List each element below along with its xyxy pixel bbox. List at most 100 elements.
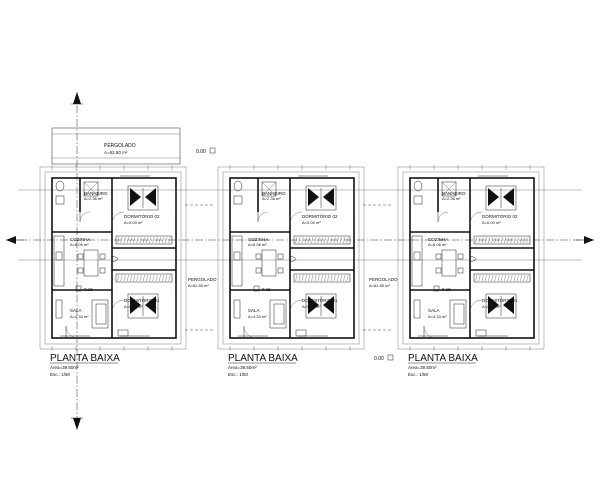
- plan-title: PLANTA BAIXA: [228, 353, 298, 364]
- pergolado-label: PERGOLADO: [188, 277, 217, 282]
- pergolado-middle-1: PERGOLADO A=62.50 m²: [185, 204, 217, 331]
- room-name-cozinha: COZINHA: [70, 237, 90, 242]
- section-marker-top-icon: [71, 92, 83, 105]
- wardrobe-icon: [115, 273, 173, 283]
- room-name-sala: SALA: [248, 308, 260, 313]
- exterior-level-marker: 0.00: [374, 354, 394, 362]
- floor-level-text: 0.15: [262, 287, 271, 292]
- room-area-sala: A=4.33 m²: [70, 314, 89, 319]
- exterior-level-text: 0.00: [374, 356, 384, 362]
- pergolado-top: PERGOLADO A=62.50 m²: [51, 127, 181, 165]
- pergolado-label: PERGOLADO: [369, 277, 398, 282]
- sofa-icon: [269, 299, 287, 329]
- wardrobe-icon: [293, 273, 351, 283]
- dining-table-icon: [83, 249, 99, 277]
- living-room-furniture: [233, 299, 287, 329]
- room-area-dormitorio-01: A=0.00 m²: [482, 304, 501, 309]
- plan-title: PLANTA BAIXA: [50, 353, 120, 364]
- chair-icon: [255, 253, 262, 260]
- chair-icon: [457, 253, 464, 260]
- room-area-dormitorio-02: A=0.00 m²: [124, 220, 143, 225]
- room-area-banheiro: A=2.36 m²: [262, 196, 281, 201]
- kitchen-sink-icon: [55, 251, 63, 261]
- chair-icon: [77, 267, 84, 274]
- exterior-level-marker: 0.00: [196, 147, 216, 155]
- room-name-sala: SALA: [428, 308, 440, 313]
- room-area-dormitorio-01: A=0.00 m²: [302, 304, 321, 309]
- room-area-cozinha: A=6.06 m²: [428, 242, 447, 247]
- living-room-furniture: [55, 299, 109, 329]
- sink-icon: [233, 195, 243, 205]
- room-name-banheiro: BANHEIRO: [442, 191, 466, 196]
- sink-icon: [413, 195, 423, 205]
- plan-title: PLANTA BAIXA: [408, 353, 478, 364]
- room-area-sala: A=4.33 m²: [428, 314, 447, 319]
- door-swing-icon: [469, 211, 483, 225]
- tv-stand-icon: [233, 299, 241, 319]
- chair-icon: [99, 267, 106, 274]
- section-marker-left-icon: [6, 236, 24, 244]
- sofa-icon: [449, 299, 467, 329]
- section-marker-right-icon: [576, 236, 594, 244]
- section-marker-bottom-icon: [71, 417, 83, 430]
- shower-icon: [261, 181, 277, 197]
- kitchen-sink-icon: [413, 251, 421, 261]
- room-name-dormitorio-01: DORMITÓRIO 01: [302, 297, 338, 303]
- plan-scale: Esc.: 1/50: [408, 372, 429, 377]
- bathroom-fixtures: [55, 180, 99, 205]
- room-area-cozinha: A=6.06 m²: [70, 242, 89, 247]
- chair-icon: [277, 253, 284, 260]
- nightstand-icon: [475, 329, 487, 337]
- plan-area: Área=39.50m²: [408, 364, 437, 370]
- sofa-icon: [91, 299, 109, 329]
- room-area-banheiro: A=2.36 m²: [442, 196, 461, 201]
- hall-opening: [469, 255, 477, 263]
- exterior-walls: [51, 177, 177, 339]
- room-area-cozinha: A=6.06 m²: [248, 242, 267, 247]
- chair-icon: [255, 267, 262, 274]
- pergolado-area: A=62.50 m²: [188, 283, 209, 288]
- room-area-dormitorio-01: A=0.00 m²: [124, 304, 143, 309]
- door-swing-icon: [111, 211, 125, 225]
- kitchen-counter: [53, 235, 65, 287]
- door-swing-icon: [257, 211, 269, 223]
- door-swing-icon: [111, 299, 125, 313]
- dining-table-icon: [261, 249, 277, 277]
- bathroom-fixtures: [413, 180, 457, 205]
- room-area-sala: A=4.33 m²: [248, 314, 267, 319]
- hall-opening: [289, 255, 297, 263]
- kitchen-sink-icon: [233, 251, 241, 261]
- wardrobe-icon: [473, 235, 531, 245]
- room-name-sala: SALA: [70, 308, 82, 313]
- chair-icon: [435, 267, 442, 274]
- kitchen-furniture: [411, 235, 464, 287]
- door-swing-icon: [289, 211, 303, 225]
- plan-area: Área=39.50m²: [228, 364, 257, 370]
- bed-icon: [305, 293, 337, 319]
- bed-icon: [127, 293, 159, 319]
- chair-icon: [77, 253, 84, 260]
- door-swing-icon: [79, 211, 91, 223]
- bathroom-fixtures: [233, 180, 277, 205]
- toilet-icon: [413, 180, 423, 192]
- nightstand-icon: [117, 329, 129, 337]
- wardrobe-icon: [293, 235, 351, 245]
- room-name-dormitorio-01: DORMITÓRIO 01: [124, 297, 160, 303]
- pergolado-area: A=62.50 m²: [369, 283, 390, 288]
- sink-icon: [55, 195, 65, 205]
- door-swing-icon: [243, 325, 257, 339]
- door-swing-icon: [469, 299, 483, 313]
- kitchen-furniture: [231, 235, 284, 287]
- chair-icon: [457, 267, 464, 274]
- floor-level-marker: 0.15: [433, 285, 451, 292]
- wardrobe-icon: [115, 235, 173, 245]
- door-swing-icon: [437, 211, 449, 223]
- room-name-cozinha: COZINHA: [428, 237, 448, 242]
- room-name-dormitorio-01: DORMITÓRIO 01: [482, 297, 518, 303]
- floor-level-marker: 0.15: [75, 285, 93, 292]
- pergolado-area: A=62.50 m²: [104, 150, 128, 155]
